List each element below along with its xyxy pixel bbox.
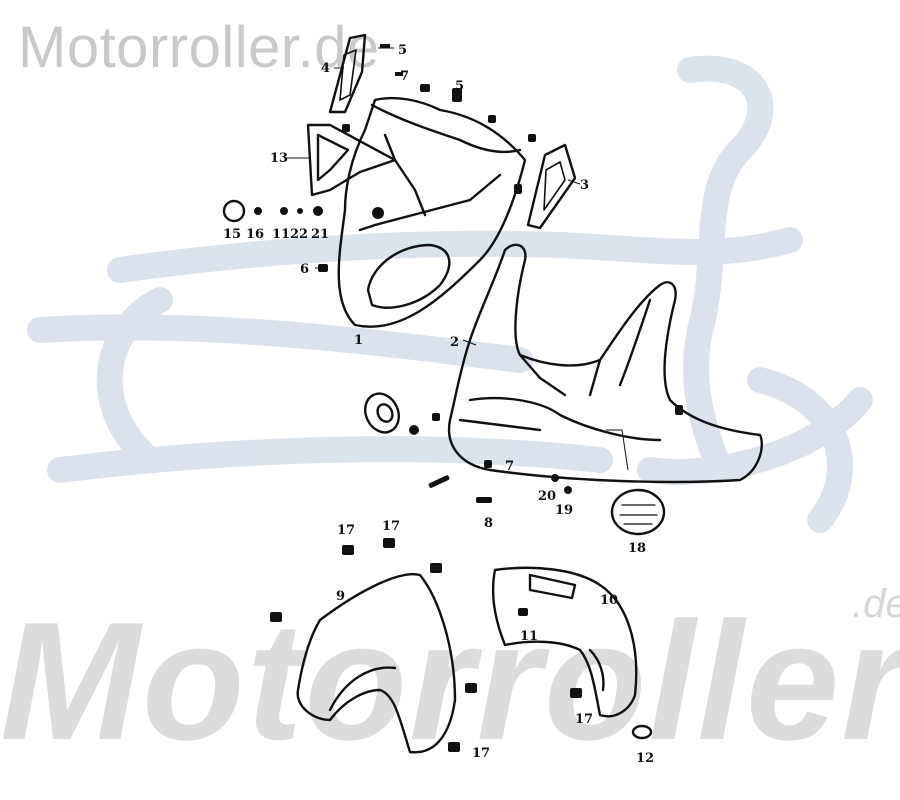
- callout-21: 21: [311, 227, 329, 242]
- callout-22: 22: [290, 227, 308, 242]
- callout-17c: 17: [575, 712, 593, 727]
- fasteners: [254, 44, 683, 752]
- callout-labels: 1 2 3 4 5 5 6 7 7 8 9 10 11 12 13 15 16 …: [223, 43, 654, 766]
- front-fender-part: [296, 573, 457, 754]
- watermark-top: Motorroller.de: [18, 15, 380, 80]
- callout-15: 15: [223, 227, 241, 242]
- callout-4: 4: [321, 61, 330, 76]
- grille-part: [610, 488, 666, 536]
- inner-fender-part: [491, 566, 638, 718]
- watermark-suffix: .de: [852, 582, 900, 626]
- left-indicator-part: [328, 33, 367, 114]
- callout-2: 2: [450, 335, 459, 350]
- callout-17d: 17: [472, 746, 490, 761]
- lower-shield-part: [447, 243, 763, 484]
- callout-5a: 5: [398, 43, 407, 58]
- headlight-frame-part: [306, 123, 397, 197]
- callout-13: 13: [270, 151, 288, 166]
- callout-16: 16: [246, 227, 264, 242]
- ring-part: [222, 199, 246, 223]
- round-cover-part: [364, 392, 400, 434]
- callout-9: 9: [336, 589, 345, 604]
- callout-17a: 17: [337, 523, 355, 538]
- callout-8: 8: [484, 516, 493, 531]
- callout-19: 19: [555, 503, 573, 518]
- callout-5b: 5: [455, 79, 464, 94]
- callout-10: 10: [600, 593, 618, 608]
- callout-12: 12: [636, 751, 654, 766]
- callout-11: 11: [520, 629, 538, 644]
- callout-20: 20: [538, 489, 556, 504]
- callout-18: 18: [628, 541, 646, 556]
- front-cowl-part: [337, 96, 527, 328]
- leader-lines: [286, 47, 629, 471]
- callout-17b: 17: [382, 519, 400, 534]
- callout-7b: 7: [505, 459, 514, 474]
- right-indicator-part: [526, 143, 577, 230]
- callout-3: 3: [580, 178, 589, 193]
- callout-7a: 7: [400, 69, 409, 84]
- clip-part: [631, 724, 653, 740]
- callout-6: 6: [300, 262, 309, 277]
- callout-1: 1: [354, 333, 363, 348]
- callout-11b: 11: [272, 227, 290, 242]
